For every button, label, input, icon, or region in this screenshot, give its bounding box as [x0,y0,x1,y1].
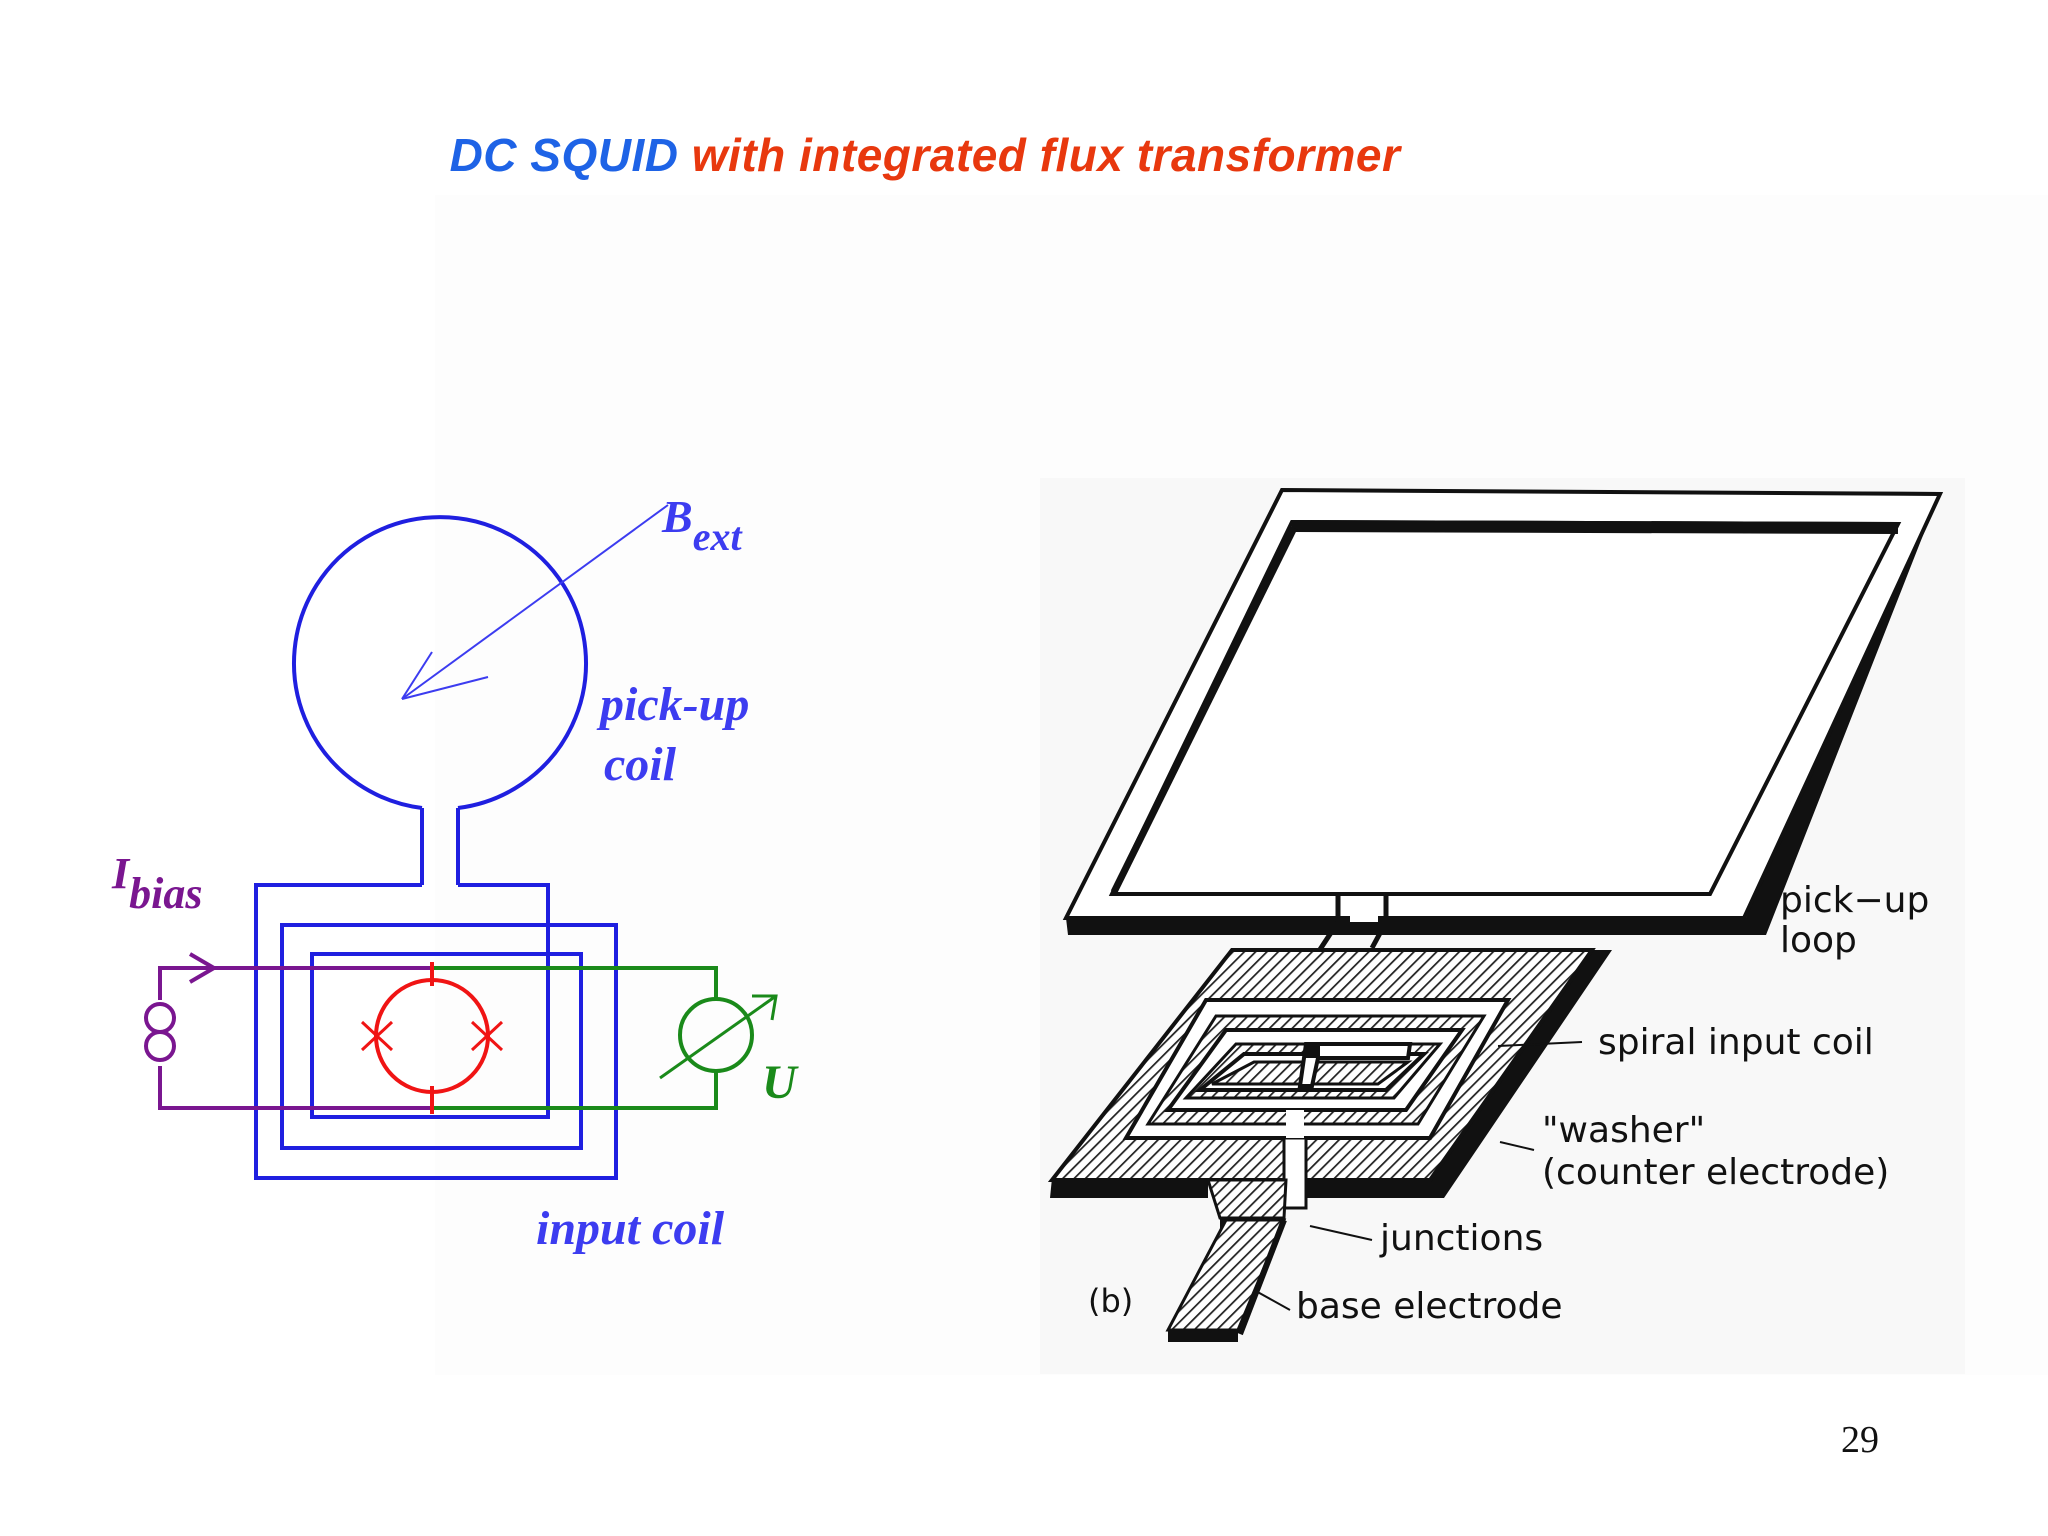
pickup-coil-label-line1: pick-up [596,678,749,731]
pickup-loop-label-line1: pick−up [1780,880,1929,921]
leader-pickup-loop [1749,903,1771,923]
leader-junctions [1309,1225,1373,1241]
pickup-coil-label-line2: coil [604,738,677,791]
slide-title: DC SQUID with integrated flux transforme… [0,128,1850,182]
input-coil-label: input coil [536,1202,725,1255]
junctions-label: junctions [1379,1218,1543,1259]
voltage-label: U [762,1056,799,1109]
voltmeter-needle-head [752,994,778,1021]
josephson-junction-right-icon [470,1020,504,1052]
base-electrode-label: base electrode [1296,1286,1563,1327]
pickup-loop-inner-left-thick [1110,526,1298,894]
title-part-flux-transformer: with integrated flux transformer [691,129,1401,181]
base-electrode-right-edge [1237,1218,1287,1336]
pickup-loop-gap [1350,896,1378,922]
washer-neck [1205,1178,1288,1220]
josephson-junction-left-icon [360,1020,394,1052]
i-bias-main: I [111,849,131,898]
base-electrode [1165,1218,1287,1332]
pickup-lead-right [1369,894,1389,950]
voltmeter-circuit-wire [432,966,718,1110]
pickup-loop-label-line2: loop [1780,920,1857,961]
input-coil-turn-outer [254,883,618,1180]
washer-shadow [1050,1178,1208,1198]
b-ext-main: B [661,491,693,542]
leader-spiral-coil [1497,1041,1583,1047]
panel-tag-label: (b) [1088,1282,1133,1320]
leader-base-electrode [1253,1289,1291,1311]
washer-label-line2: (counter electrode) [1542,1152,1889,1193]
b-ext-label: Bext [661,491,743,559]
voltmeter-icon [678,997,754,1073]
pickup-coil-loop [292,515,588,810]
b-ext-sub: ext [693,514,744,559]
bias-arrow-icon [188,952,218,984]
i-bias-sub: bias [129,869,202,918]
washer-label-line1: "washer" [1542,1110,1705,1151]
current-source-icon [144,1002,176,1062]
base-electrode-shadow [1168,1330,1238,1342]
coil-center-tab-dark [1306,1044,1320,1058]
b-ext-arrow-line [401,504,669,700]
b-ext-arrowhead-b [401,676,489,700]
title-part-dc-squid: DC SQUID [449,129,679,181]
washer-shadow-right [1286,950,1612,1198]
washer-slit [1282,1136,1308,1210]
leader-washer [1499,1141,1535,1151]
page-number: 29 [1841,1419,1879,1461]
voltmeter-needle [659,994,777,1080]
pickup-loop-inner-top-thick [1291,520,1899,534]
washer-slit-upper [1286,1110,1304,1138]
i-bias-label: Ibias [111,849,202,918]
spiral-input-coil-label: spiral input coil [1598,1022,1874,1063]
bias-circuit-wire [158,966,432,1110]
b-ext-arrowhead-a [401,651,433,700]
